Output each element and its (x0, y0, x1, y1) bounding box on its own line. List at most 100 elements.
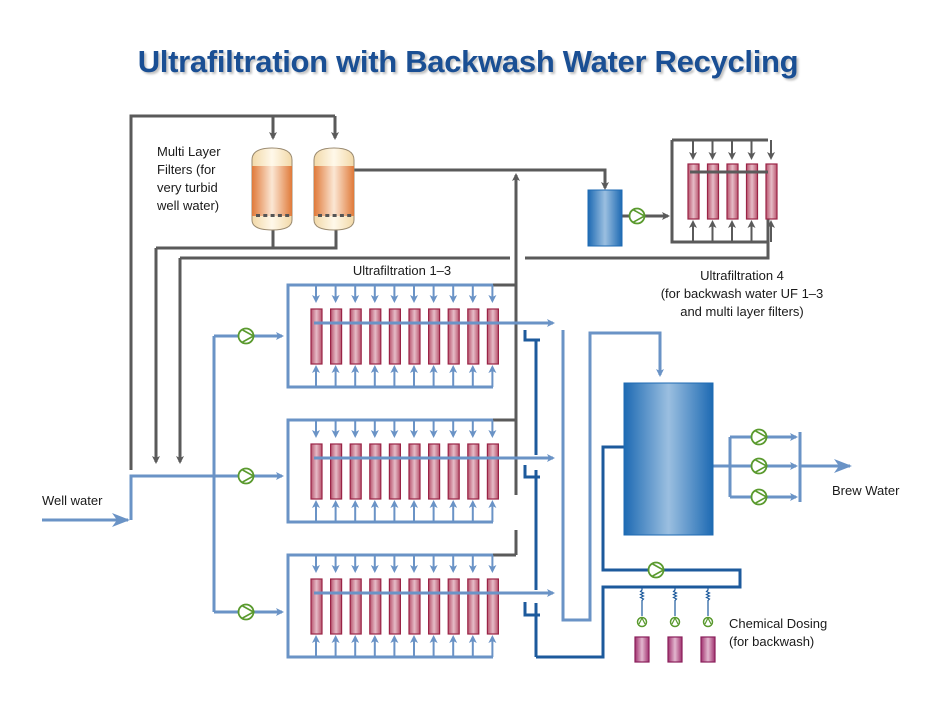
membrane-module (369, 578, 382, 635)
membrane-module (310, 443, 323, 500)
membrane-module (467, 578, 480, 635)
chemical-tank (634, 636, 650, 663)
membrane-module (310, 578, 323, 635)
chemical-dosing (634, 587, 716, 663)
membrane-module (330, 443, 343, 500)
dosing-unit-1 (634, 587, 650, 663)
membrane-module (388, 443, 401, 500)
pump-icon (755, 459, 769, 473)
membrane-module (388, 308, 401, 365)
dosing-unit-2 (667, 587, 683, 663)
filter-outlet-pipe (271, 226, 338, 250)
membrane-module (447, 578, 460, 635)
uf-unit-3 (286, 553, 555, 659)
membrane-module (486, 578, 499, 635)
permeate-collector (561, 330, 664, 622)
multi-layer-filter-2 (313, 147, 355, 231)
membrane-module (408, 443, 421, 500)
feed-pipes (42, 330, 852, 622)
dosing-pump-3[interactable] (702, 616, 714, 628)
brew-water-pump-1[interactable] (750, 428, 769, 446)
uf4-feed-pump[interactable] (628, 207, 647, 225)
uf4-membrane-module (726, 163, 739, 220)
brew-water-label: Brew Water (832, 483, 900, 498)
uf4-pump[interactable] (628, 207, 647, 225)
uf-4-label-line-2: (for backwash water UF 1–3 (661, 286, 824, 301)
membrane-module (310, 308, 323, 365)
membrane-module (486, 308, 499, 365)
multi-layer-filters (251, 147, 355, 231)
pump-icon (242, 329, 256, 343)
diagram-title: Ultrafiltration with Backwash Water Recy… (137, 44, 799, 79)
pump-icon (704, 616, 712, 625)
uf-1-3-blocks (286, 283, 555, 659)
membrane-module (349, 443, 362, 500)
uf-frame (286, 283, 493, 389)
uf4-membrane-module (706, 163, 720, 220)
multi-layer-filters-label-line-2: Filters (for (157, 162, 216, 177)
chemical-dosing-label-line-1: Chemical Dosing (729, 616, 827, 631)
uf4-arrows (689, 140, 775, 242)
membrane-module (349, 578, 362, 635)
membrane-module (428, 578, 441, 635)
dosing-pump-2[interactable] (669, 616, 681, 628)
backwash-supply-loop (536, 445, 742, 659)
multi-layer-filters-label-line-3: very turbid (157, 180, 218, 195)
brew-water-pump-3[interactable] (750, 488, 769, 506)
backwash-supply-pipes (523, 330, 742, 659)
membrane-module (369, 443, 382, 500)
uf-1-3-label: Ultrafiltration 1–3 (353, 263, 451, 278)
pumps (237, 327, 769, 621)
uf-4-label-line-3: and multi layer filters) (680, 304, 804, 319)
pump-icon (671, 616, 679, 625)
brew-water-pump-2[interactable] (750, 457, 769, 475)
pump-icon (755, 430, 769, 444)
dosing-line (639, 587, 645, 616)
well-water-label: Well water (42, 493, 103, 508)
pump-icon (242, 605, 256, 619)
membrane-module (467, 443, 480, 500)
multi-layer-filter-1 (251, 147, 293, 231)
uf4-membrane-module (687, 163, 700, 220)
membrane-module (486, 443, 499, 500)
uf4-membrane-module (765, 163, 778, 220)
dosing-line (672, 587, 678, 616)
backwash-pump[interactable] (647, 561, 666, 579)
chemical-tank (700, 636, 716, 663)
multi-layer-filters-label-line-1: Multi Layer (157, 144, 221, 159)
brew-water-storage-tank (623, 382, 714, 536)
membrane-module (349, 308, 362, 365)
backwash-to-buffer-pipe (352, 168, 609, 190)
dosing-line (705, 587, 711, 616)
membrane-module (467, 308, 480, 365)
uf-unit-2 (286, 418, 555, 524)
uf-4-label-line-1: Ultrafiltration 4 (700, 268, 784, 283)
membrane-module (330, 308, 343, 365)
pump-icon (652, 563, 666, 577)
feed-pump-2[interactable] (237, 467, 256, 485)
uf4-modules (687, 163, 778, 220)
membrane-module (408, 308, 421, 365)
pump-icon (638, 616, 646, 625)
multi-layer-filters-label-line-4: well water) (156, 198, 219, 213)
membrane-module (408, 578, 421, 635)
chemical-tank (667, 636, 683, 663)
membrane-module (428, 308, 441, 365)
pump-icon (633, 209, 647, 223)
uf-unit-1 (286, 283, 555, 389)
membrane-module (388, 578, 401, 635)
membrane-module (369, 308, 382, 365)
pump-icon (242, 469, 256, 483)
membrane-module (330, 578, 343, 635)
backwash-buffer-tank (587, 189, 623, 247)
membrane-module (447, 443, 460, 500)
dosing-pump-1[interactable] (636, 616, 648, 628)
pump-icon (755, 490, 769, 504)
filter-feed-pipe (129, 114, 335, 470)
uf-frame (286, 418, 493, 524)
membrane-module (447, 308, 460, 365)
feed-pump-1[interactable] (237, 327, 256, 345)
dosing-unit-3 (700, 587, 716, 663)
feed-pump-3[interactable] (237, 603, 256, 621)
